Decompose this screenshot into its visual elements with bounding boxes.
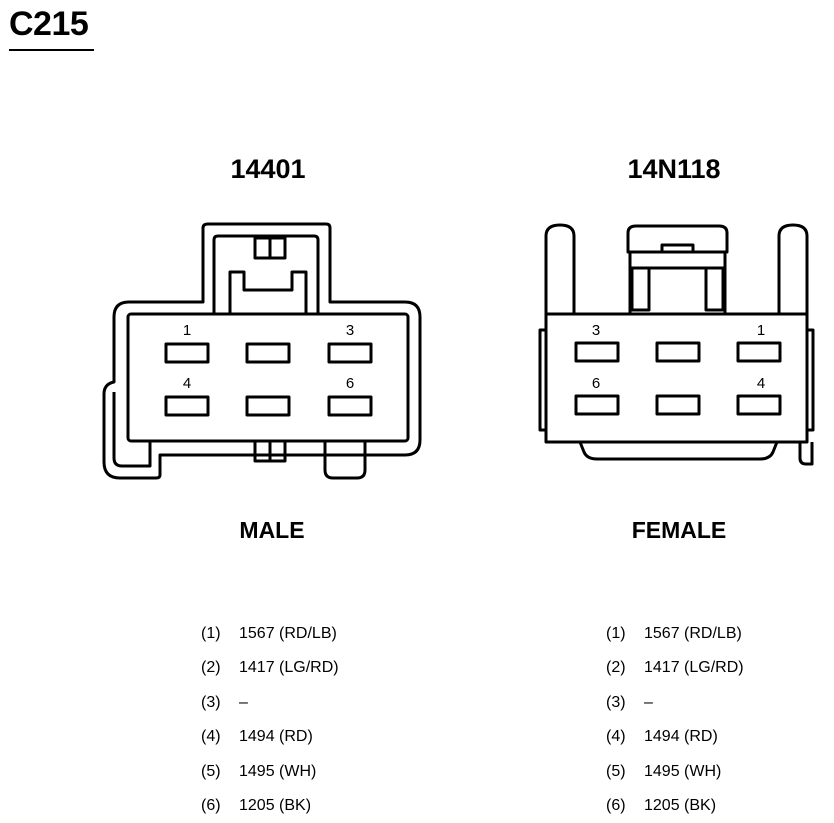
connector-id-title: C215	[9, 5, 89, 43]
pinout-row: (5) 1495 (WH)	[201, 755, 339, 789]
pinout-row: (1) 1567 (RD/LB)	[201, 617, 339, 651]
pin-number: (1)	[606, 625, 626, 642]
pinout-row: (1) 1567 (RD/LB)	[606, 617, 744, 651]
female-pin-label-4: 4	[757, 375, 765, 392]
pin-circuit: –	[239, 693, 248, 711]
pin-circuit: 1567 (RD/LB)	[239, 625, 337, 642]
female-gender-label: FEMALE	[631, 517, 727, 543]
female-connector-drawing	[538, 223, 815, 466]
female-pin-label-6: 6	[592, 375, 600, 392]
pinout-row: (4) 1494 (RD)	[201, 720, 339, 754]
pin-number: (5)	[606, 762, 626, 780]
pin-circuit: 1495 (WH)	[239, 762, 317, 780]
pin-circuit: 1494 (RD)	[644, 728, 718, 746]
pin-number: (3)	[606, 693, 626, 711]
pinout-row: (2) 1417 (LG/RD)	[201, 651, 339, 685]
pin-circuit: –	[644, 693, 653, 711]
male-part-number: 14401	[230, 154, 306, 184]
pin-circuit: 1495 (WH)	[644, 762, 722, 780]
pin-circuit: 1417 (LG/RD)	[239, 659, 339, 677]
pin-number: (1)	[201, 625, 221, 642]
pin-number: (3)	[201, 693, 221, 711]
pinout-row: (3)–	[606, 686, 744, 720]
pinout-row: (6) 1205 (BK)	[606, 789, 744, 823]
male-pin-label-6: 6	[346, 375, 354, 392]
female-pin-label-1: 1	[757, 322, 765, 339]
female-pinout-list: (1) 1567 (RD/LB) (2) 1417 (LG/RD) (3)– (4)…	[606, 617, 744, 823]
male-pin-label-1: 1	[183, 322, 191, 339]
male-pin-label-4: 4	[183, 375, 191, 392]
pin-circuit: 1494 (RD)	[239, 728, 313, 746]
pinout-row: (5) 1495 (WH)	[606, 755, 744, 789]
pin-circuit: 1567 (RD/LB)	[644, 625, 742, 642]
female-pin-label-3: 3	[592, 322, 600, 339]
pinout-row: (3)–	[201, 686, 339, 720]
female-part-number: 14N118	[627, 154, 721, 184]
pin-circuit: 1205 (BK)	[644, 796, 717, 814]
male-gender-label: MALE	[239, 517, 305, 543]
pin-number: (6)	[201, 796, 221, 814]
male-pin-label-3: 3	[346, 322, 354, 339]
pinout-row: (6) 1205 (BK)	[201, 789, 339, 823]
pin-number: (4)	[606, 728, 626, 746]
pin-circuit: 1417 (LG/RD)	[644, 659, 744, 677]
pinout-row: (2) 1417 (LG/RD)	[606, 651, 744, 685]
pin-number: (4)	[201, 728, 221, 746]
title-underline	[9, 49, 94, 51]
pin-circuit: 1205 (BK)	[239, 796, 312, 814]
male-connector-drawing	[102, 222, 422, 480]
pin-number: (6)	[606, 796, 626, 814]
pin-number: (2)	[606, 659, 626, 677]
male-pinout-list: (1) 1567 (RD/LB) (2) 1417 (LG/RD) (3)– (4)…	[201, 617, 339, 823]
pinout-row: (4) 1494 (RD)	[606, 720, 744, 754]
pin-number: (5)	[201, 762, 221, 780]
pin-number: (2)	[201, 659, 221, 677]
